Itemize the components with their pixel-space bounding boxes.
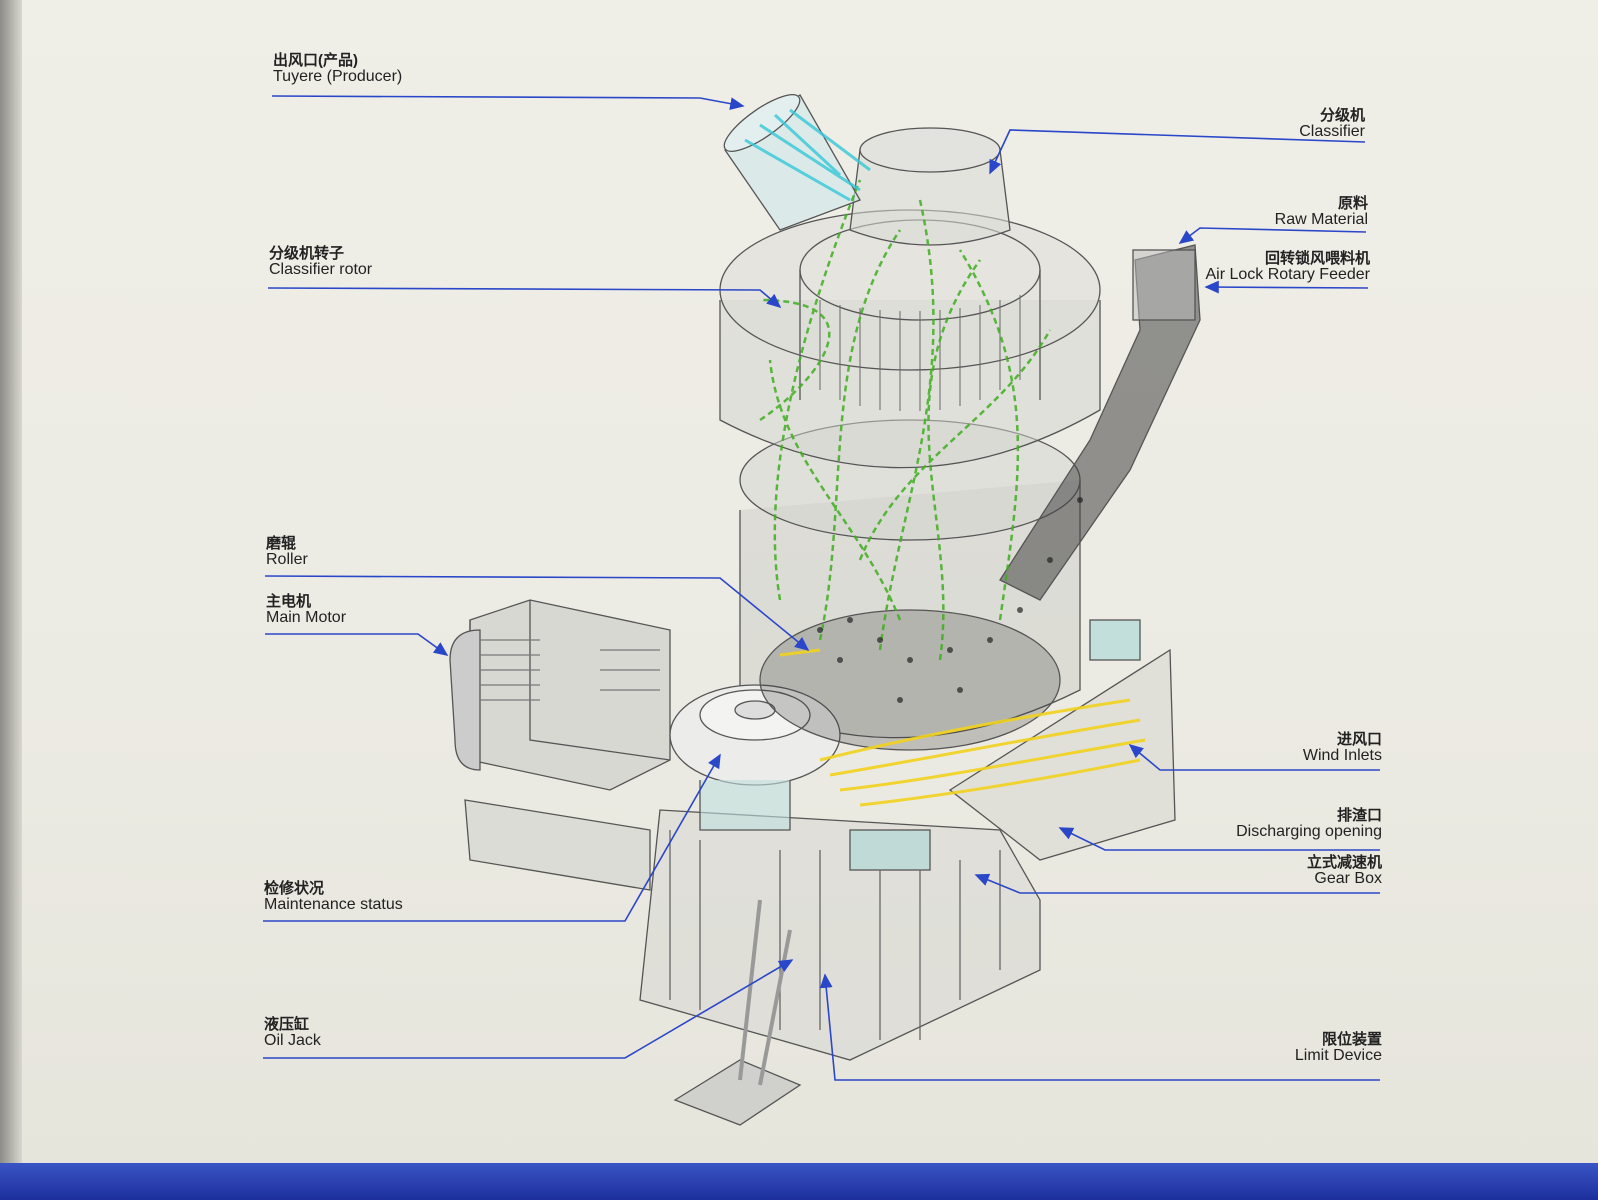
label-gear-box: 立式减速机 Gear Box: [1307, 855, 1382, 888]
label-en: Gear Box: [1314, 869, 1382, 887]
label-zh: 分级机转子: [269, 245, 345, 262]
label-zh: 限位装置: [1321, 1031, 1382, 1048]
label-zh: 排渣口: [1336, 807, 1382, 824]
leader-roller: [264, 575, 810, 652]
label-en: Limit Device: [1294, 1046, 1382, 1064]
label-zh: 主电机: [266, 593, 312, 610]
air-flow-green: [759, 179, 1052, 661]
label-main-motor: 主电机 Main Motor: [266, 594, 346, 627]
label-air-lock: 回转锁风喂料机 Air Lock Rotary Feeder: [1205, 251, 1370, 284]
leader-gear-box: [974, 873, 1380, 894]
leader-main-motor: [265, 633, 449, 656]
label-zh: 原料: [1337, 195, 1368, 212]
label-en: Maintenance status: [264, 895, 403, 913]
label-zh: 立式减速机: [1306, 854, 1382, 871]
mill-machine: [449, 94, 1201, 1126]
label-limit-device: 限位装置 Limit Device: [1295, 1032, 1382, 1065]
label-zh: 进风口: [1336, 731, 1382, 748]
label-maintenance: 检修状况 Maintenance status: [264, 881, 403, 914]
leader-limit-device: [819, 973, 1380, 1081]
label-en: Classifier rotor: [269, 260, 373, 278]
bottom-band: [0, 1163, 1598, 1200]
label-en: Classifier: [1299, 122, 1365, 140]
label-raw-material: 原料 Raw Material: [1275, 196, 1368, 229]
label-en: Oil Jack: [264, 1031, 321, 1049]
label-en: Roller: [266, 550, 308, 568]
label-en: Discharging opening: [1236, 822, 1382, 840]
leader-maintenance: [263, 753, 721, 922]
leader-classifier-rotor: [267, 287, 782, 309]
label-oil-jack: 液压缸 Oil Jack: [264, 1017, 321, 1050]
label-zh: 磨辊: [266, 535, 297, 552]
label-zh: 液压缸: [264, 1016, 310, 1033]
material-particles: [817, 497, 1083, 703]
air-flow-yellow: [779, 648, 1146, 807]
label-en: Raw Material: [1274, 210, 1368, 228]
leader-tuyere: [271, 95, 745, 110]
leader-raw-material: [1178, 227, 1367, 244]
label-en: Main Motor: [266, 608, 347, 626]
label-zh: 检修状况: [264, 880, 325, 897]
label-zh: 回转锁风喂料机: [1264, 250, 1370, 267]
air-flow-cyan: [744, 108, 871, 202]
label-zh: 出风口(产品): [273, 52, 358, 69]
leader-air-lock: [1204, 280, 1369, 294]
leader-classifier: [989, 129, 1366, 175]
label-zh: 分级机: [1319, 107, 1365, 124]
label-classifier-rotor: 分级机转子 Classifier rotor: [269, 246, 372, 279]
leader-discharging: [1058, 827, 1380, 851]
label-en: Wind Inlets: [1302, 746, 1382, 764]
label-roller: 磨辊 Roller: [266, 536, 308, 569]
label-en: Air Lock Rotary Feeder: [1205, 265, 1370, 283]
label-en: Tuyere (Producer): [273, 67, 403, 85]
label-classifier: 分级机 Classifier: [1299, 108, 1365, 141]
page-edge: [0, 0, 22, 1200]
label-discharging: 排渣口 Discharging opening: [1236, 808, 1382, 841]
label-tuyere: 出风口(产品) Tuyere (Producer): [273, 53, 402, 86]
label-wind-inlets: 进风口 Wind Inlets: [1303, 732, 1382, 765]
leader-oil-jack: [263, 959, 794, 1059]
leader-wind-inlets: [1128, 743, 1380, 771]
